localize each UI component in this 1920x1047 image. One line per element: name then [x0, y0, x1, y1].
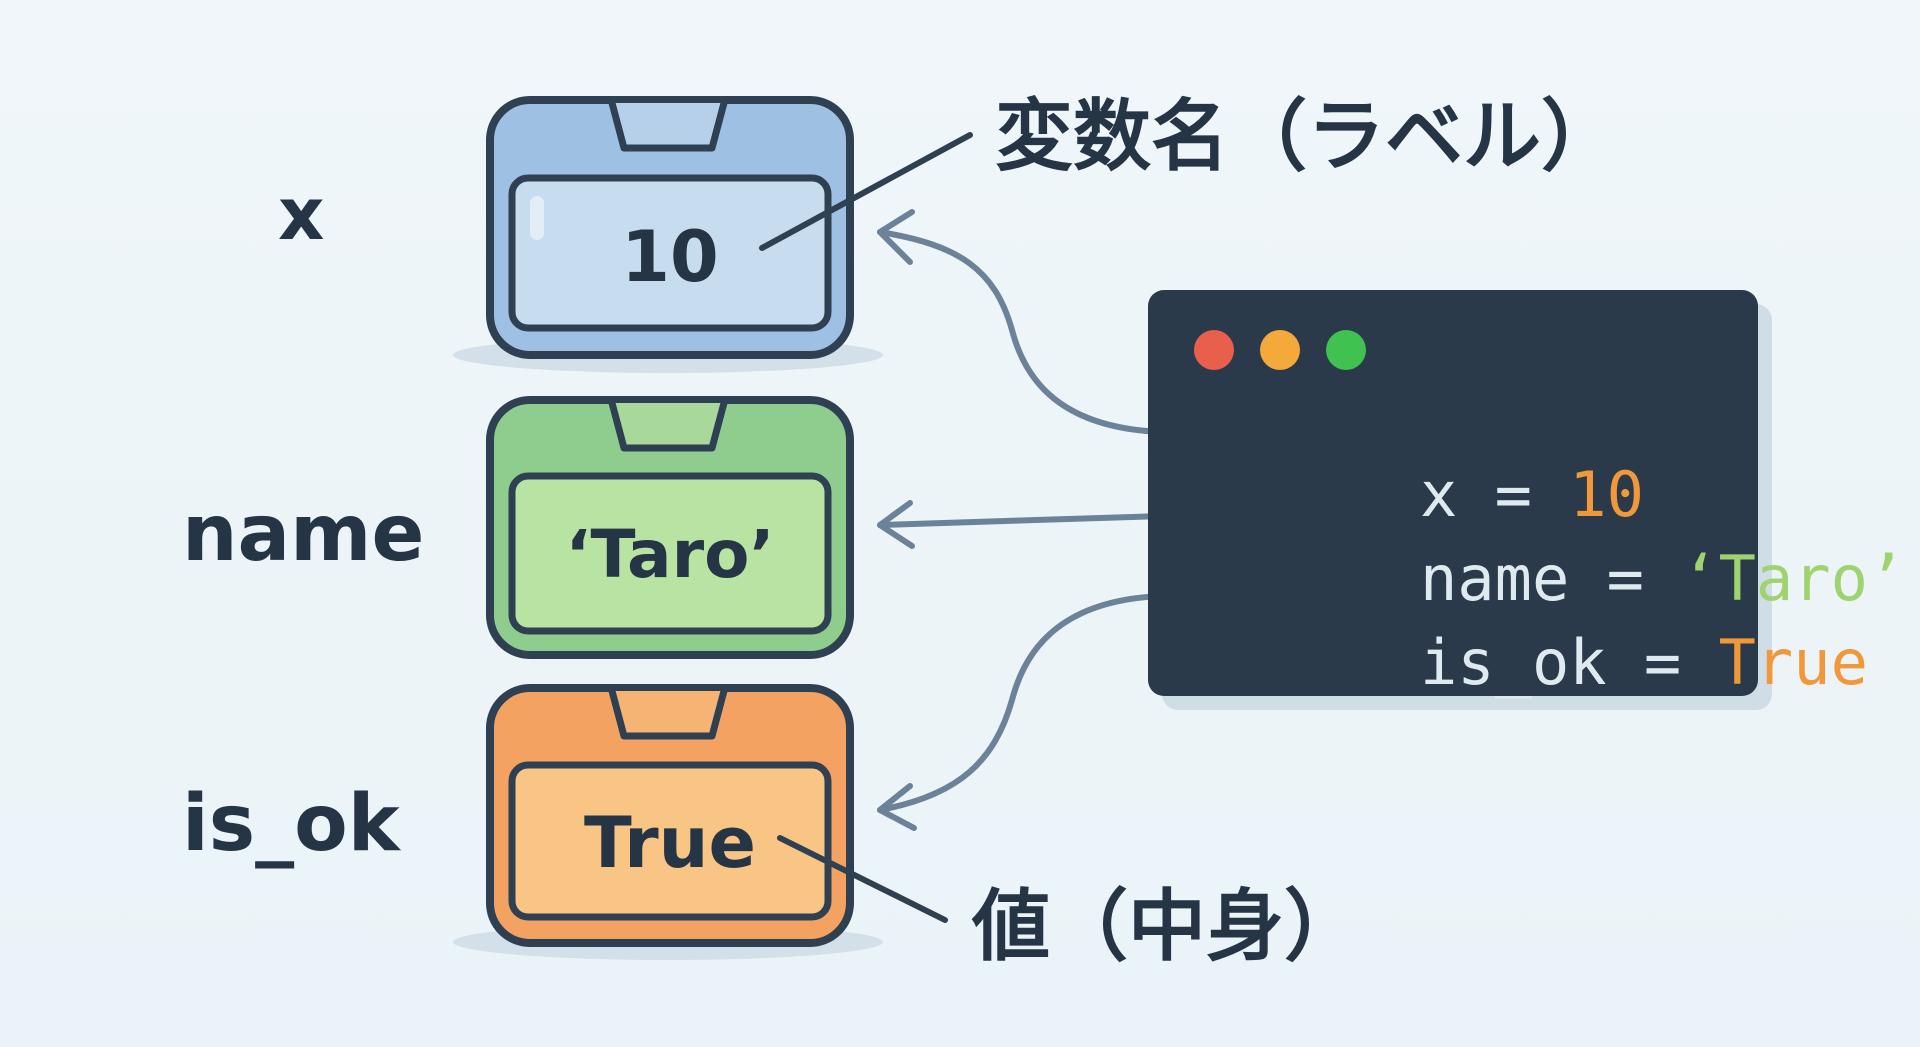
- box-value-is-ok: True: [584, 802, 756, 884]
- arrow-name: [877, 513, 1165, 528]
- box-highlight: [530, 196, 544, 240]
- box-handle: [608, 402, 728, 452]
- variable-box-name: [486, 396, 854, 659]
- code-terminal: x = 10 name = ‘Taro’ is_ok = True: [1148, 290, 1905, 696]
- connector-arrows: [877, 209, 1165, 831]
- code-line-is-ok: is_ok = True: [1196, 570, 1868, 756]
- annotation-variable-name: 変数名（ラベル）: [995, 92, 1620, 182]
- variable-label-is-ok: is_ok: [182, 779, 400, 869]
- variable-label-x: x: [278, 172, 325, 256]
- code-var: is_ok: [1419, 626, 1607, 699]
- pointer-value: [777, 835, 948, 923]
- arrowhead-name: [877, 500, 915, 549]
- red-dot-icon: [1194, 330, 1234, 370]
- code-value: True: [1718, 626, 1868, 699]
- code-var: name: [1419, 542, 1570, 615]
- box-inner: [508, 761, 832, 921]
- code-value: 10: [1569, 458, 1644, 531]
- code-value: ‘Taro’: [1681, 542, 1906, 615]
- annotation-value: 値（中身）: [972, 882, 1363, 972]
- yellow-dot-icon: [1260, 330, 1300, 370]
- code-operator: =: [1457, 458, 1570, 531]
- box-inner: [508, 472, 832, 635]
- arrow-x: [877, 229, 1165, 435]
- arrowhead-is-ok: [877, 783, 917, 831]
- variable-box-x: [453, 96, 883, 373]
- box-handle: [608, 690, 728, 740]
- code-line-name: name = ‘Taro’: [1196, 486, 1905, 672]
- box-value-x: 10: [621, 216, 719, 298]
- variable-box-is-ok: [453, 684, 883, 960]
- code-var: x: [1419, 458, 1458, 531]
- code-line-x: x = 10: [1196, 402, 1644, 588]
- green-dot-icon: [1326, 330, 1366, 370]
- box-handle: [608, 102, 728, 152]
- arrow-is-ok: [877, 593, 1165, 813]
- code-operator: =: [1606, 626, 1719, 699]
- code-operator: =: [1569, 542, 1682, 615]
- variable-label-name: name: [182, 489, 425, 579]
- box-inner: [508, 174, 832, 332]
- pointer-variable-name: [759, 132, 973, 251]
- box-value-name: ‘Taro’: [565, 516, 775, 593]
- arrowhead-x: [877, 209, 915, 265]
- annotation-pointers: [759, 132, 973, 923]
